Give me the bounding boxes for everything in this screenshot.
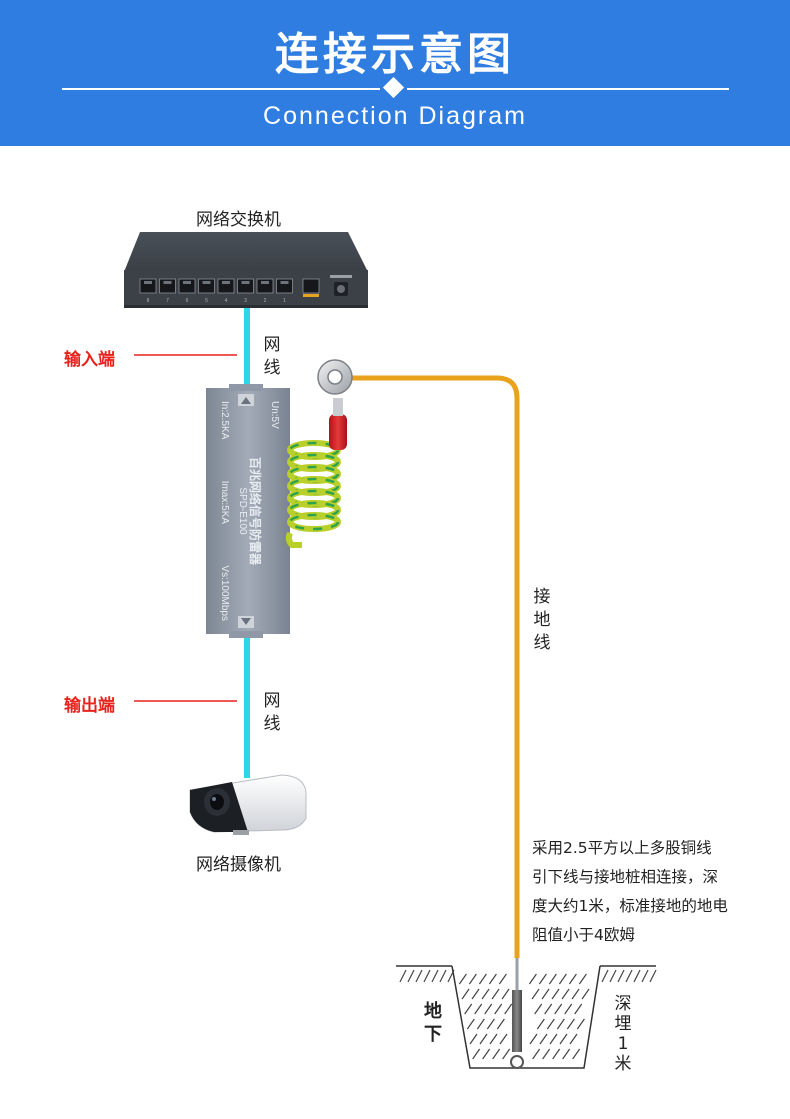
spec-in: In:2.5KA — [219, 401, 230, 440]
header-banner: 连接示意图 Connection Diagram — [0, 0, 790, 146]
note-line: 度大约1米，标准接地的地电 — [532, 897, 728, 915]
ground-pit — [396, 958, 657, 1069]
cable-label-bottom: 网线 — [263, 691, 281, 734]
red-insulation-sleeve — [329, 414, 347, 450]
arrow-down-icon — [241, 618, 251, 625]
ethernet-port-icon: 1 — [276, 278, 293, 304]
arrester-model: SPD-E100 — [237, 487, 248, 535]
port-number: 6 — [186, 298, 189, 304]
ground-wire-label: 接地线 — [533, 587, 551, 653]
uplink-port-icon — [302, 278, 320, 297]
network-switch: 8 7 6 5 4 3 2 1 — [124, 232, 368, 308]
ethernet-port-icon: 3 — [237, 278, 254, 304]
underground-label: 地下 — [424, 1001, 442, 1045]
arrester-specs: In:2.5KA Imax:5KA Vs:100Mbps — [219, 401, 230, 621]
arrester-name: 百兆网络信号防雷器 — [248, 456, 262, 565]
network-camera — [189, 774, 307, 835]
ethernet-port-icon: 2 — [256, 278, 274, 304]
spec-vs: Vs:100Mbps — [219, 565, 230, 621]
coiled-ground-cord — [285, 439, 341, 548]
title-chinese: 连接示意图 — [275, 29, 515, 80]
header-divider-right — [407, 88, 729, 90]
input-label: 输入端 — [64, 350, 115, 370]
ethernet-port-icon: 7 — [159, 278, 176, 304]
ethernet-port-icon: 8 — [139, 278, 157, 304]
port-number: 4 — [225, 298, 228, 304]
surge-arrester — [206, 384, 290, 638]
arrow-up-icon — [241, 397, 251, 404]
ground-wire — [350, 375, 520, 958]
note-line: 引下线与接地桩相连接，深 — [532, 868, 719, 886]
header-divider-left — [62, 88, 380, 90]
note-line: 阻值小于4欧姆 — [532, 926, 635, 944]
port-number: 3 — [244, 298, 247, 304]
spec-un: Un:5V — [269, 401, 280, 429]
title-english: Connection Diagram — [263, 102, 527, 130]
output-label: 输出端 — [64, 696, 115, 716]
grounding-note: 采用2.5平方以上多股铜线 引下线与接地桩相连接，深 度大约1米，标准接地的地电… — [532, 834, 768, 950]
ethernet-port-icon: 5 — [198, 278, 215, 304]
spec-imax: Imax:5KA — [219, 480, 230, 525]
port-number: 2 — [264, 298, 267, 304]
port-number: 8 — [147, 298, 150, 304]
ground-rod — [512, 990, 522, 1052]
switch-ports: 8 7 6 5 4 3 2 1 — [139, 278, 320, 304]
port-number: 1 — [283, 298, 286, 304]
port-number: 5 — [205, 298, 208, 304]
camera-label: 网络摄像机 — [196, 855, 281, 875]
port-number: 7 — [166, 298, 169, 304]
note-line: 采用2.5平方以上多股铜线 — [532, 839, 712, 857]
depth-label: 深埋1米 — [614, 994, 632, 1074]
switch-label: 网络交换机 — [196, 210, 281, 230]
cable-label-top: 网线 — [263, 335, 281, 378]
ring-terminal-icon — [317, 359, 353, 395]
ethernet-port-icon: 4 — [217, 278, 235, 304]
rod-ring-icon — [510, 1055, 524, 1069]
ethernet-port-icon: 6 — [178, 278, 196, 304]
